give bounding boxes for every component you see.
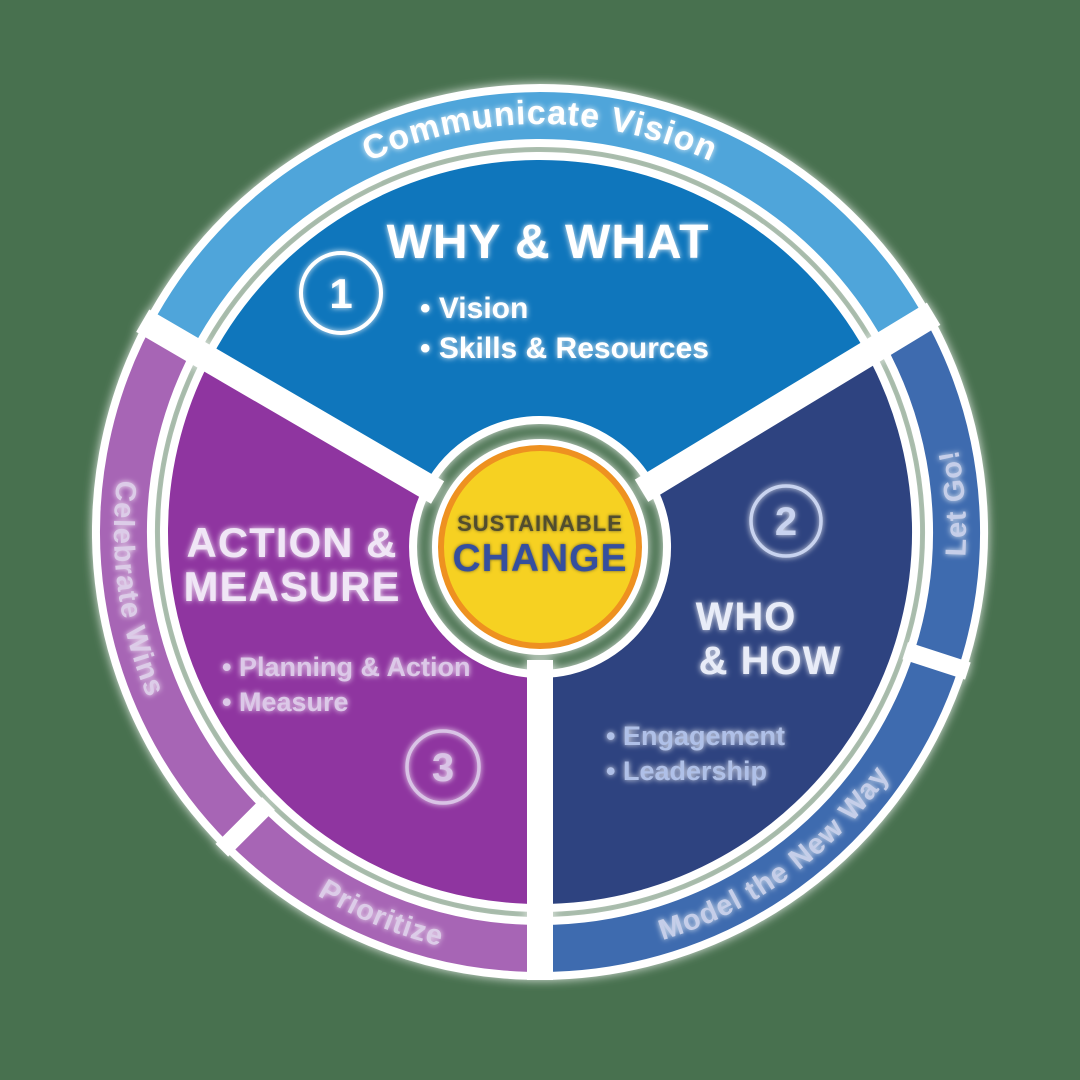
- ring-gap-right: [902, 642, 971, 680]
- number-1: 1: [329, 270, 352, 317]
- number-circle-3: [405, 729, 481, 805]
- segment-action-measure-content: ACTION & MEASURE • Planning & Action • M…: [183, 519, 481, 805]
- title-and-how: & HOW: [699, 639, 842, 683]
- gap-upper-left: [136, 309, 445, 504]
- bullet-skills-resources: • Skills & Resources: [420, 332, 709, 365]
- title-why-what: WHY & WHAT: [387, 216, 710, 269]
- bullet-leadership: • Leadership: [606, 756, 767, 786]
- segment-action-measure: [160, 351, 544, 912]
- bullet-engagement: • Engagement: [606, 721, 785, 751]
- center-circle: [438, 445, 642, 649]
- number-2: 2: [775, 500, 797, 544]
- title-measure: MEASURE: [183, 563, 400, 610]
- bullet-measure: • Measure: [222, 687, 349, 717]
- number-circle-2: [749, 484, 823, 558]
- center-bottom-text: CHANGE: [452, 537, 627, 580]
- number-3: 3: [432, 746, 454, 790]
- bullet-vision: • Vision: [420, 292, 528, 325]
- outer-ring: [92, 84, 989, 980]
- segment-who-how: [536, 345, 921, 912]
- title-action: ACTION &: [187, 519, 398, 566]
- segments: [136, 151, 941, 980]
- center-badge: SUSTAINABLE CHANGE: [432, 439, 648, 655]
- gap-upper-right: [634, 302, 941, 502]
- number-circle-1: [299, 251, 383, 335]
- segment-why-what-content: 1 WHY & WHAT • Vision • Skills & Resourc…: [299, 216, 710, 365]
- bullet-planning-action: • Planning & Action: [222, 652, 470, 682]
- center-top-text: SUSTAINABLE: [457, 511, 623, 536]
- wheel: SUSTAINABLE CHANGE 1 WHY & WHAT • Vision…: [92, 84, 989, 980]
- segment-who-how-content: 2 WHO & HOW • Engagement • Leadership: [606, 484, 842, 786]
- title-who: WHO: [696, 595, 797, 639]
- ring-gap-left: [215, 797, 275, 857]
- segment-why-what: [204, 151, 873, 492]
